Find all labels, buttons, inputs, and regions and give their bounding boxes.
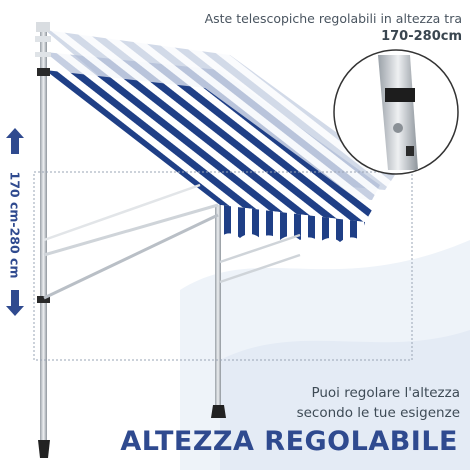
rear-pole-foot <box>38 440 50 458</box>
rear-pole-clamp-2 <box>37 296 50 303</box>
front-pole <box>215 205 221 410</box>
height-side-label: 170 cm-280 cm <box>3 160 27 290</box>
awning-canopy <box>45 70 372 222</box>
headline: ALTEZZA REGOLABILE <box>120 426 458 457</box>
caption-middle-line-1: Puoi regolare l'altezza <box>311 385 460 401</box>
caption-middle: Puoi regolare l'altezza secondo le tue e… <box>240 383 460 423</box>
awning-valance <box>220 205 365 242</box>
support-arm-upper <box>43 203 219 257</box>
height-side-text: 170 cm-280 cm <box>7 171 23 279</box>
measurement-box <box>33 171 413 361</box>
background-wave-2 <box>220 330 470 470</box>
caption-top-line: Aste telescopiche regolabili in altezza … <box>204 11 462 26</box>
zoom-pole-detail <box>378 55 418 170</box>
height-range: 170-280cm <box>381 29 462 44</box>
rear-pole <box>40 30 47 440</box>
caption-middle-line-2: secondo le tue esigenze <box>296 405 460 421</box>
front-pole-foot <box>211 405 226 418</box>
double-up-arrow-icon <box>6 128 24 154</box>
rear-pole-clamp-1 <box>37 68 50 76</box>
rear-pole-top <box>36 22 50 32</box>
caption-top: Aste telescopiche regolabili in altezza … <box>162 10 462 46</box>
support-arm-lower <box>43 213 219 300</box>
double-down-arrow-icon <box>6 290 24 316</box>
